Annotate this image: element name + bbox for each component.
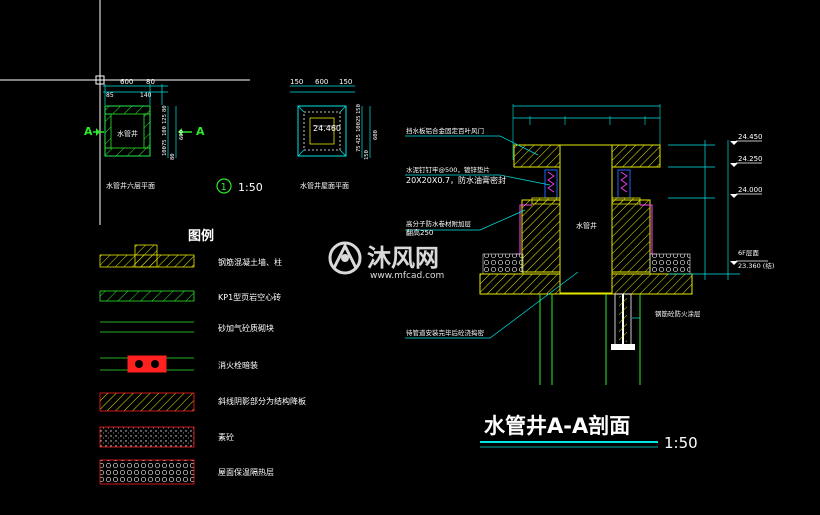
legend-title: 图例 <box>188 228 214 244</box>
legend-item-label: 斜线阴影部分为结构降板 <box>218 396 306 406</box>
section-note-7: 钢筋砼防火涂层 <box>655 309 701 318</box>
legend-item-label: 砂加气砼质砌块 <box>218 323 274 333</box>
plan1-dim-top-2: 80 <box>146 78 155 86</box>
plan1-dim-right-6: 100 <box>162 146 168 156</box>
elevation-2: 24.250 <box>738 155 763 163</box>
section-scale: 1:50 <box>664 434 698 452</box>
legend-item-aerated-block: 砂加气砼质砌块 <box>100 321 274 333</box>
section-mark-left: A <box>84 125 93 138</box>
plan1-dim-right-3: 100 <box>162 126 168 136</box>
legend-item-hydrant: 消火栓暗装 <box>100 355 258 373</box>
plan-scale-text: 1:50 <box>238 181 263 194</box>
section-aa: 水管井 24.450 24.250 24.000 6F层面 23.360 (结) <box>405 104 774 452</box>
plan2-dim-right-6: 75 <box>356 145 362 152</box>
legend-item-rc-wall: 钢筋混凝土墙、柱 <box>99 244 282 268</box>
plan2-elevation: 24.460 <box>313 124 341 133</box>
legend-item-hollow-brick: KP1型页岩空心砖 <box>99 290 281 302</box>
legend-item-label: 素砼 <box>218 432 234 442</box>
plan1-dim-top-1: 600 <box>120 78 133 86</box>
plan1-dim-right-5: 75 <box>162 139 168 146</box>
plan2-dim-right-3: 100 <box>356 122 362 132</box>
plan1-dim-right-4: 600 <box>179 130 185 140</box>
plan1-dim-top-4: 140 <box>140 92 152 99</box>
watermark-url: www.mfcad.com <box>370 271 444 281</box>
plan2-dim-right-1: 150 <box>356 104 362 114</box>
plan2-dim-right-2: 25 <box>356 115 362 122</box>
plan2-dim-right-5: 600 <box>373 130 379 140</box>
elevation-5: 23.360 (结) <box>738 261 774 270</box>
legend: 图例 钢筋混凝土墙、柱 KP1型页岩空心砖 砂加气砼质砌块 消火栓暗装 <box>99 228 306 485</box>
plan-sixth-floor: 600 80 85 140 水管井 A A 80 125 100 600 75 … <box>84 78 205 190</box>
legend-item-plain-concrete: 素砼 <box>99 426 234 448</box>
plan2-dim-right-7: 150 <box>364 150 370 160</box>
section-note-5: 翻高250 <box>406 228 433 237</box>
plan2-dim-top-2: 600 <box>315 78 328 86</box>
plan1-dim-top-3: 85 <box>106 92 114 99</box>
plan2-dim-top-1: 150 <box>290 78 303 86</box>
watermark-logo-icon <box>328 241 362 275</box>
legend-item-insulation: 屋面保温隔热层 <box>99 459 274 485</box>
plan1-room-label: 水管井 <box>117 129 138 138</box>
section-note-2: 水泥钉钉牢@500，镀锌垫片 <box>406 165 490 174</box>
watermark-brand: 沐风网 <box>367 244 439 272</box>
section-note-6: 待管道安装完毕后砼浇捣密 <box>406 328 485 337</box>
plan-scale-badge: 1 1:50 <box>216 178 263 194</box>
section-title: 水管井A-A剖面 <box>484 414 630 438</box>
cad-crosshair <box>0 0 250 225</box>
plan1-dim-right-7: 80 <box>170 153 176 160</box>
section-note-1: 挡水板铝合金固定百叶风门 <box>406 126 484 135</box>
section-note-4: 高分子防水卷材附加层 <box>406 219 472 228</box>
plan2-caption: 水管井屋面平面 <box>300 181 349 190</box>
watermark: 沐风网 www.mfcad.com <box>328 241 444 281</box>
plan1-dim-right-1: 80 <box>162 105 168 112</box>
legend-item-label: 钢筋混凝土墙、柱 <box>218 257 282 267</box>
plan2-dim-right-4: 425 <box>356 134 362 144</box>
legend-item-label: 消火栓暗装 <box>218 360 258 370</box>
elevation-1: 24.450 <box>738 133 763 141</box>
scale-circle-number: 1 <box>221 182 227 193</box>
legend-item-structural-drop: 斜线阴影部分为结构降板 <box>99 392 306 412</box>
section-note-3: 20X20X0.7，防水油膏密封 <box>406 175 506 185</box>
elevation-3: 24.000 <box>738 186 763 194</box>
section-mark-right: A <box>196 125 205 138</box>
elevation-4: 6F层面 <box>738 249 759 257</box>
plan-roof: 150 600 150 24.460 150 25 100 425 600 75… <box>290 78 379 190</box>
plan1-dim-right-2: 125 <box>162 114 168 124</box>
legend-item-label: 屋面保温隔热层 <box>218 467 274 477</box>
plan2-dim-top-3: 150 <box>339 78 352 86</box>
plan1-caption: 水管井六层平面 <box>106 181 155 190</box>
section-center-label: 水管井 <box>576 221 597 230</box>
legend-item-label: KP1型页岩空心砖 <box>218 292 281 302</box>
